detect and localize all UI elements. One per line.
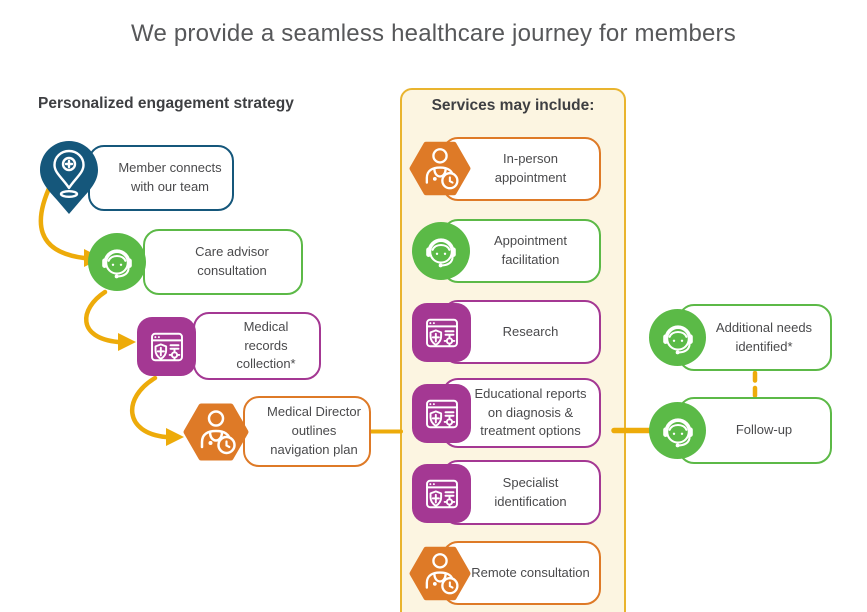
arrow-step3-step4 (129, 375, 169, 440)
service-label: Appointment facilitation (494, 233, 567, 267)
step-box-medical-director: Medical Director outlines navigation pla… (243, 396, 371, 467)
care-advisor-headset-icon (88, 233, 146, 291)
step-box-medical-records: Medical records collection* (193, 312, 321, 380)
arrow-step2-step3 (83, 289, 121, 345)
location-pin-plus-icon (40, 141, 98, 214)
research-window-icon (412, 303, 471, 362)
step-label: Medical records collection* (236, 318, 296, 372)
service-label: In-person appointment (494, 151, 567, 185)
in-person-doctor-icon (409, 141, 471, 196)
educational-reports-window-icon (412, 384, 471, 443)
additional-needs-headset-icon (649, 309, 706, 366)
outcome-label: Additional needs identified* (715, 319, 813, 354)
service-label: Research (502, 323, 559, 339)
page-title: We provide a seamless healthcare journey… (131, 20, 736, 47)
arrowhead-step3 (118, 333, 136, 351)
remote-consultation-doctor-icon (409, 546, 471, 601)
medical-records-window-icon (137, 317, 196, 376)
step-label: Member connects with our team (118, 160, 222, 194)
follow-up-headset-icon (649, 402, 706, 459)
arrow-step1-step2 (38, 181, 87, 261)
medical-director-icon (183, 403, 249, 461)
service-label: Remote consultation (471, 564, 590, 580)
services-panel-heading: Services may include: (431, 97, 595, 114)
appointment-headset-icon (412, 222, 470, 280)
specialist-window-icon (412, 464, 471, 523)
step-box-member-connects: Member connects with our team (88, 145, 234, 211)
step-label: Care advisor consultation (195, 244, 269, 278)
outcome-label: Follow-up (735, 422, 793, 438)
step-label: Medical Director outlines navigation pla… (267, 404, 361, 457)
service-label: Specialist identification (494, 474, 567, 509)
service-label: Educational reports on diagnosis & treat… (474, 385, 587, 439)
arrowhead-step4 (166, 428, 184, 446)
step-box-care-advisor: Care advisor consultation (143, 229, 303, 295)
left-flow-heading: Personalized engagement strategy (38, 95, 294, 112)
